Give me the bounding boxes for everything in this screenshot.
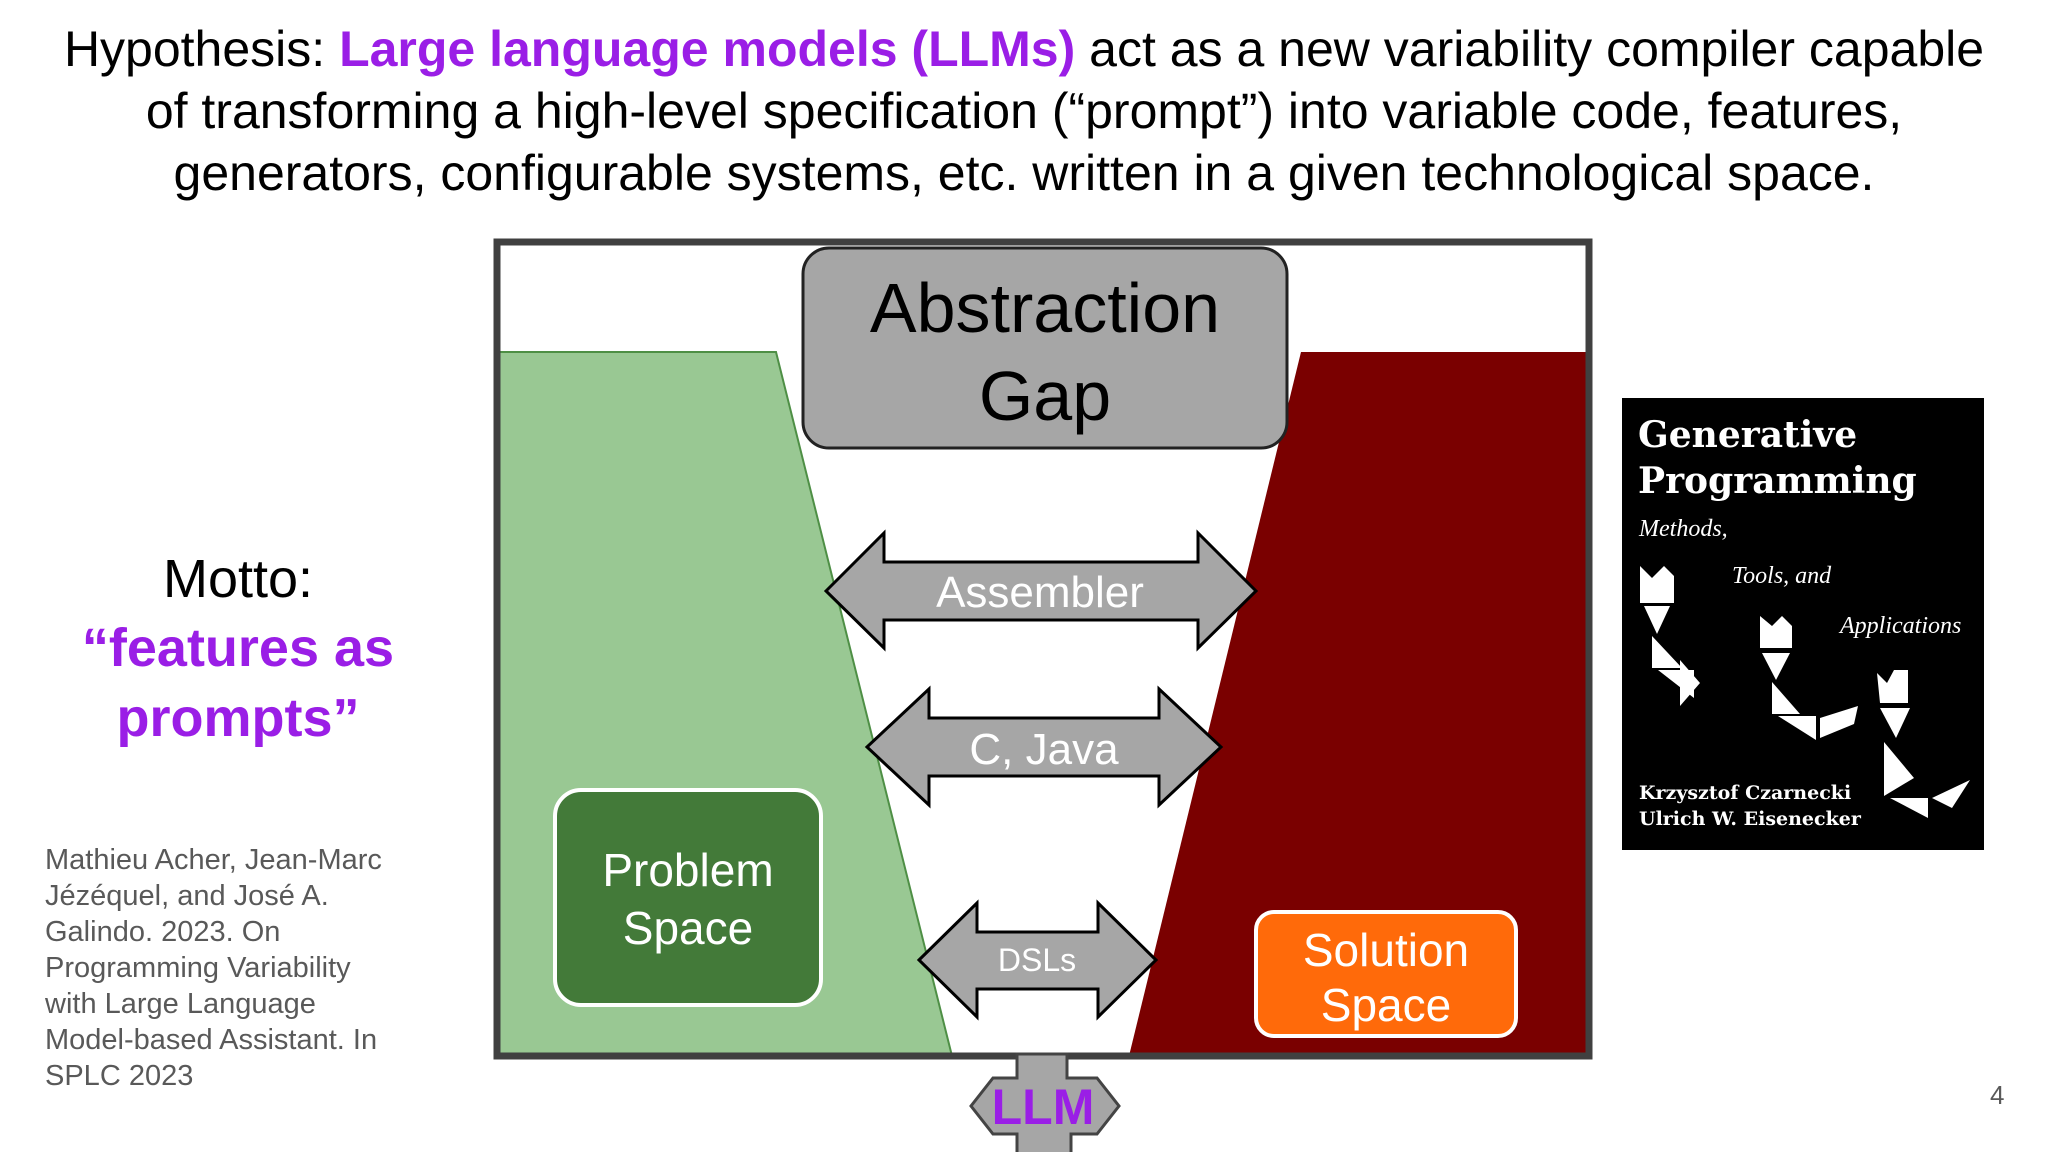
citation-line: Programming Variability	[45, 952, 351, 984]
abstraction-gap-line-1: Abstraction	[870, 269, 1220, 347]
solution-space-line-2: Space	[1321, 979, 1451, 1031]
book-author-2: Ulrich W. Eisenecker	[1639, 808, 1861, 830]
book-author-1: Krzysztof Czarnecki	[1639, 782, 1852, 804]
solution-space-line-1: Solution	[1303, 924, 1469, 976]
book-subtitle-methods: Methods,	[1639, 516, 1728, 542]
motto-label: Motto:	[162, 549, 314, 609]
citation-line: Jézéquel, and José A.	[45, 880, 329, 912]
llm-label: LLM	[992, 1079, 1095, 1135]
motto-quote-line-1: “features as	[81, 618, 395, 678]
citation-line: Mathieu Acher, Jean-Marc	[45, 844, 382, 876]
tangram-cat-right	[1877, 670, 1970, 818]
abstraction-gap-box	[801, 246, 1289, 450]
solution-space-box	[1254, 910, 1518, 1038]
c-java-arrow	[864, 685, 1224, 809]
book-subtitle-tools: Tools, and	[1732, 563, 1832, 589]
hypothesis-prefix: Hypothesis:	[63, 21, 340, 77]
page-number: 4	[1990, 1080, 2005, 1110]
motto-quote-line-2: prompts”	[116, 688, 360, 748]
assembler-arrow-label: Assembler	[936, 568, 1144, 617]
tangram-cat-left	[1640, 566, 1700, 706]
hypothesis-line-2: of transforming a high-level specificati…	[145, 83, 1903, 139]
llm-arrow	[969, 1052, 1121, 1152]
book-authors: Krzysztof Czarnecki Ulrich W. Eisenecker	[1639, 780, 1861, 832]
hypothesis-line-1-rest: act as a new variability compiler capabl…	[1075, 21, 1985, 77]
book-title-line-1: Generative	[1638, 414, 1858, 456]
book-subtitle-applications: Applications	[1840, 613, 1962, 639]
dsls-arrow-label: DSLs	[998, 942, 1076, 978]
book-cover-image: Generative Programming Methods, Tools, a…	[1622, 398, 1984, 850]
dsls-arrow	[916, 899, 1159, 1021]
motto: Motto: “features as prompts”	[38, 545, 438, 753]
tangram-cats-illustration	[1640, 566, 1970, 818]
citation-line: Galindo. 2023. On	[45, 916, 281, 948]
c-java-arrow-label: C, Java	[969, 725, 1119, 774]
abstraction-gap-line-2: Gap	[979, 357, 1111, 435]
book-title: Generative Programming	[1638, 412, 1917, 504]
hypothesis-text: Hypothesis: Large language models (LLMs)…	[0, 18, 2048, 204]
solution-space-region	[1129, 352, 1589, 1056]
hypothesis-highlight: Large language models (LLMs)	[339, 21, 1076, 77]
assembler-arrow	[823, 529, 1259, 652]
hypothesis-line-3: generators, configurable systems, etc. w…	[173, 145, 1875, 201]
problem-space-line-2: Space	[623, 902, 753, 954]
hypothesis-line-1: Hypothesis: Large language models (LLMs)…	[0, 18, 2048, 80]
citation-line: with Large Language	[45, 988, 316, 1020]
citation-line: SPLC 2023	[45, 1060, 194, 1092]
problem-space-line-1: Problem	[602, 844, 773, 896]
citation-line: Model-based Assistant. In	[45, 1024, 378, 1056]
book-title-line-2: Programming	[1638, 460, 1917, 502]
citation: Mathieu Acher, Jean-Marc Jézéquel, and J…	[45, 842, 445, 1094]
problem-space-box	[553, 788, 823, 1007]
tangram-cat-middle	[1760, 616, 1858, 740]
